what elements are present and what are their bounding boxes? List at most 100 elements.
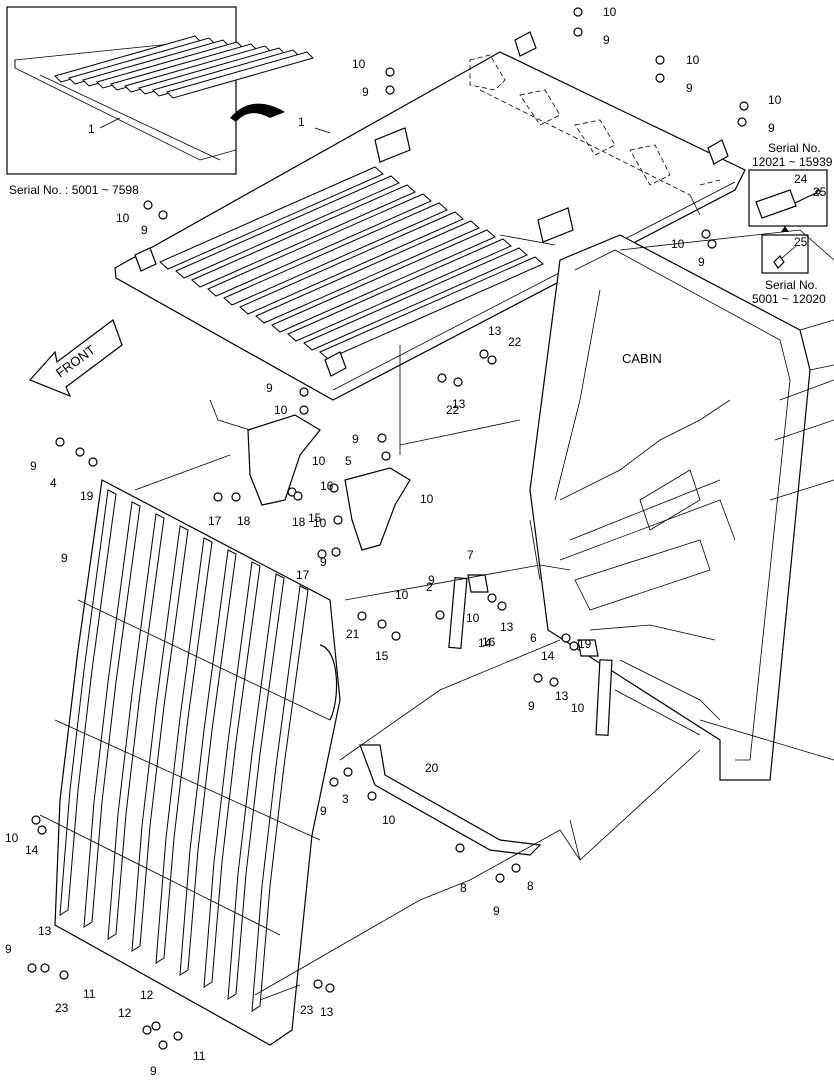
- fastener: [293, 491, 303, 501]
- top-guard-bracket: [707, 139, 729, 165]
- callout-10: 10: [382, 813, 396, 827]
- fastener: [573, 27, 583, 37]
- callout-10: 10: [671, 237, 685, 251]
- callout-15: 15: [375, 649, 389, 663]
- top-guard-bracket: [134, 247, 157, 272]
- callout-11: 11: [193, 1049, 206, 1063]
- inset-detail: 1: [6, 6, 314, 175]
- callout-10: 10: [571, 701, 585, 715]
- fastener: [487, 593, 497, 603]
- callout-19: 19: [80, 489, 94, 503]
- fastener: [31, 815, 41, 825]
- serial-box-upper-title: Serial No.: [768, 141, 821, 155]
- callout-9: 9: [352, 432, 359, 446]
- callout-9: 9: [603, 33, 610, 47]
- serial-box-upper-range: 12021 ~ 15939: [752, 155, 833, 169]
- callout-23: 23: [300, 1003, 314, 1017]
- callout-13: 13: [38, 924, 52, 938]
- top-guard-mount: [374, 127, 411, 163]
- fastener: [561, 633, 571, 643]
- callout-8: 8: [460, 881, 467, 895]
- cabin: CABIN: [529, 229, 834, 781]
- callout-13: 13: [320, 1005, 334, 1019]
- callout-10: 10: [5, 831, 19, 845]
- top-guard-bracket: [324, 351, 347, 377]
- serial-box-upper-part-25: 25: [813, 185, 827, 199]
- front-arrow: FRONT: [28, 319, 123, 398]
- front-guard-bar: [59, 489, 117, 916]
- callout-18: 18: [292, 515, 306, 529]
- fastener: [367, 791, 377, 801]
- fastener: [213, 492, 223, 502]
- serial-box-arrow-icon: [781, 226, 789, 232]
- inset-pointer-arrow: [230, 103, 285, 122]
- callout-11: 11: [83, 987, 96, 1001]
- fastener: [737, 117, 747, 127]
- callout-9: 9: [686, 81, 693, 95]
- fastener: [55, 437, 65, 447]
- callout-13: 13: [500, 620, 514, 634]
- callout-labels: 1091091091091109109132213229101095109419…: [0, 0, 782, 1078]
- top-guard-slats: [159, 166, 544, 360]
- callout-14: 14: [0, 0, 14, 3]
- callout-21: 21: [346, 627, 360, 641]
- label-plate-24: [755, 189, 797, 219]
- fastener: [75, 447, 85, 457]
- fastener: [299, 405, 309, 415]
- front-guard-bar: [155, 537, 213, 964]
- fastener: [569, 641, 579, 651]
- fastener: [573, 7, 583, 17]
- fastener: [487, 355, 497, 365]
- fastener: [495, 873, 505, 883]
- fastener: [377, 433, 387, 443]
- fastener: [158, 1040, 168, 1050]
- fastener: [655, 73, 665, 83]
- top-guard-slat: [207, 193, 432, 297]
- inset-frame: [6, 6, 237, 175]
- inset-part-label: 1: [88, 122, 95, 136]
- fastener: [343, 767, 353, 777]
- fastener: [497, 601, 507, 611]
- top-guard-slat: [319, 256, 544, 360]
- fastener: [479, 349, 489, 359]
- cabin-frame: [529, 234, 811, 781]
- callout-9: 9: [30, 459, 37, 473]
- fastener: [739, 101, 749, 111]
- fastener: [453, 377, 463, 387]
- callout-12: 12: [140, 988, 154, 1002]
- serial-box-lower-title: Serial No.: [765, 278, 818, 292]
- callout-17: 17: [208, 514, 222, 528]
- callout-10: 10: [466, 611, 480, 625]
- fastener: [385, 67, 395, 77]
- fastener: [329, 777, 339, 787]
- fastener: [437, 373, 447, 383]
- fastener: [325, 983, 335, 993]
- serial-box-upper: Serial No. 12021 ~ 15939 24 25: [748, 141, 833, 232]
- callout-23: 23: [55, 1001, 69, 1015]
- callout-9: 9: [768, 121, 775, 135]
- callout-16: 16: [320, 479, 334, 493]
- callout-9: 9: [493, 904, 500, 918]
- callout-19: 19: [578, 637, 592, 651]
- fastener: [299, 387, 309, 397]
- callout-10: 10: [313, 516, 327, 530]
- serial-box-upper-frame: [748, 169, 828, 227]
- fastener: [27, 963, 37, 973]
- front-guard-bar: [83, 501, 141, 928]
- serial-box-lower-frame: [761, 234, 809, 274]
- gas-spring-21: [448, 574, 489, 650]
- top-guard-slat: [287, 238, 512, 342]
- top-guard-mount: [537, 207, 574, 243]
- fastener: [381, 451, 391, 461]
- inset-slat: [166, 51, 314, 99]
- fastener: [158, 210, 168, 220]
- front-guard-bar: [227, 573, 285, 1000]
- callout-14: 14: [25, 843, 39, 857]
- callout-9: 9: [428, 573, 435, 587]
- callout-9: 9: [150, 1064, 157, 1078]
- fastener: [40, 963, 50, 973]
- callout-12: 12: [118, 1006, 132, 1020]
- callout-10: 10: [116, 211, 130, 225]
- callout-2: 2: [426, 580, 433, 594]
- fastener: [88, 457, 98, 467]
